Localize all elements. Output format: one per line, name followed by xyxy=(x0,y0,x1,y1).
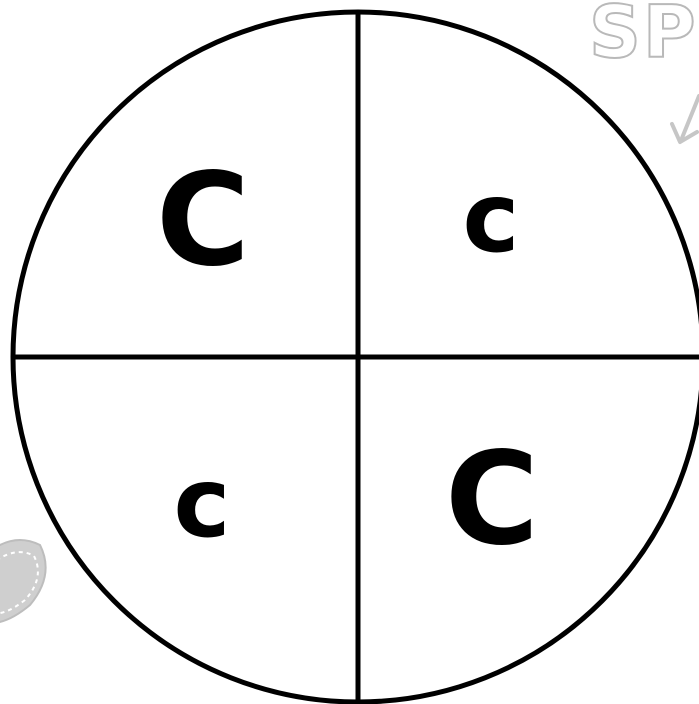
quadrant-bottom-left-letter: c xyxy=(132,423,272,583)
quadrant-top-right-letter: c xyxy=(421,138,561,298)
stitched-gray-shape-icon xyxy=(0,540,46,623)
quadrant-bottom-right-letter: C xyxy=(422,420,562,580)
arrow-down-left-icon xyxy=(672,96,699,142)
quadrant-top-left-letter: C xyxy=(133,141,273,301)
